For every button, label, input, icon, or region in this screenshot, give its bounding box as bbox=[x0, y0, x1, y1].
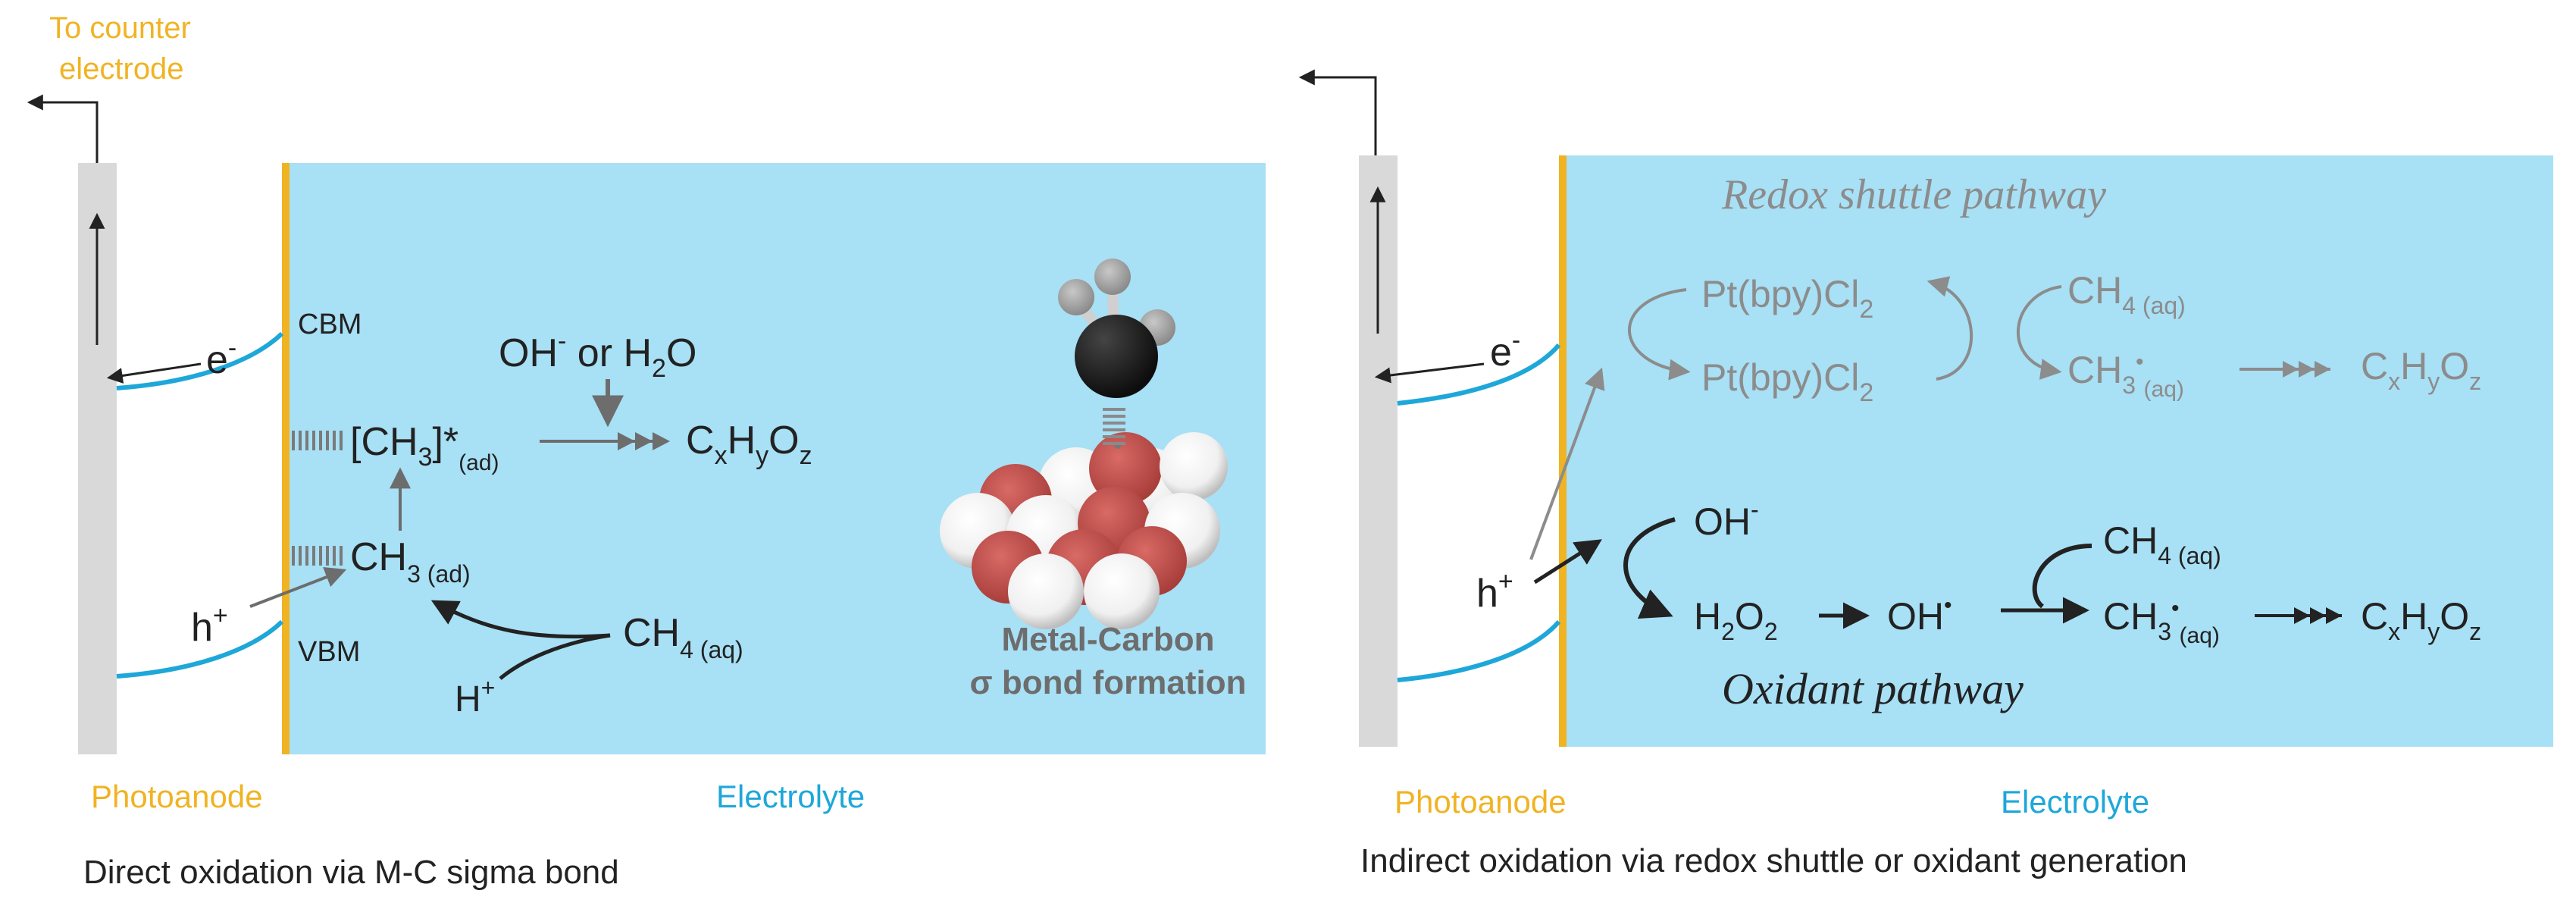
oxidant-pathway-title: Oxidant pathway bbox=[1722, 664, 2024, 713]
left-to-counter-label: To counter bbox=[49, 11, 191, 45]
oxidant-ch4-label: CH4 (aq) bbox=[2103, 519, 2221, 569]
pt-complex-top: Pt(bpy)Cl2 bbox=[1701, 273, 1873, 324]
right-photoanode-label: Photoanode bbox=[1394, 784, 1567, 820]
right-electron-label: e- bbox=[1490, 326, 1520, 375]
right-electrolyte-label: Electrolyte bbox=[2001, 784, 2149, 820]
metal-carbon-molecule-illustration bbox=[940, 259, 1228, 629]
redox-product-label: CxHyOz bbox=[2361, 345, 2481, 395]
left-vbm-label: VBM bbox=[298, 636, 360, 668]
left-vbm-band bbox=[116, 619, 284, 679]
left-proton-release-arrow bbox=[499, 633, 611, 680]
oxidant-ch4-curve bbox=[2032, 544, 2092, 609]
left-ch4-adsorption-arrow bbox=[430, 600, 611, 639]
left-cbm-label: CBM bbox=[298, 309, 362, 340]
oxidant-h2o2-label: H2O2 bbox=[1694, 595, 1778, 645]
right-hole-label: h+ bbox=[1476, 567, 1513, 616]
redox-shuttle-title: Redox shuttle pathway bbox=[1721, 171, 2106, 218]
right-panel: e- h+ Redox shuttle pathway Pt(bpy)Cl2 P… bbox=[1298, 69, 2553, 879]
left-bond-hatch-ch3ad-lines bbox=[292, 546, 343, 566]
left-proton-label: H+ bbox=[455, 674, 495, 719]
right-electron-arrow bbox=[1374, 362, 1485, 384]
left-external-wire bbox=[27, 94, 99, 163]
left-ch4-label: CH4 (aq) bbox=[623, 611, 743, 663]
pt-cycle-left-arrow bbox=[1628, 288, 1691, 381]
oxidant-multistep-arrow bbox=[2255, 607, 2342, 624]
left-electrode-label: electrode bbox=[59, 52, 184, 86]
pt-complex-bottom: Pt(bpy)Cl2 bbox=[1701, 356, 1873, 407]
left-product-label: CxHyOz bbox=[686, 419, 812, 470]
left-cbm-band bbox=[116, 331, 284, 390]
redox-ch4-label: CH4 (aq) bbox=[2067, 269, 2186, 319]
right-hole-oxidant-arrow bbox=[1533, 539, 1602, 585]
left-photoanode-interface bbox=[282, 163, 290, 754]
right-caption: Indirect oxidation via redox shuttle or … bbox=[1360, 842, 2187, 879]
left-multistep-arrow bbox=[540, 432, 670, 450]
left-panel: To counter electrode CBM VBM e- h+ [CH3]… bbox=[27, 11, 1266, 891]
oxidant-product-label: CxHyOz bbox=[2361, 595, 2481, 645]
metal-carbon-caption-line1: Metal-Carbon bbox=[1001, 621, 1214, 658]
left-oh-or-h2o-label: OH- or H2O bbox=[499, 327, 696, 383]
oxidant-oh-radical-label: OH• bbox=[1887, 593, 1952, 638]
left-caption: Direct oxidation via M-C sigma bond bbox=[83, 854, 619, 891]
left-ch3-star-label: [CH3]*(ad) bbox=[350, 420, 499, 475]
right-electrolyte-region bbox=[1565, 155, 2553, 747]
oxidant-oh-to-h2o2-arrow bbox=[1623, 517, 1676, 619]
right-photoanode-interface bbox=[1559, 155, 1567, 747]
left-bond-hatch-ch3star-lines bbox=[292, 431, 343, 450]
left-ch3-ad-label: CH3 (ad) bbox=[350, 535, 471, 588]
left-electron-arrow bbox=[106, 362, 202, 384]
oxidant-oh-minus-label: OH- bbox=[1694, 496, 1759, 543]
right-hole-redox-arrow bbox=[1529, 367, 1605, 560]
left-photoanode-label: Photoanode bbox=[91, 779, 263, 814]
right-cbm-band bbox=[1397, 343, 1561, 406]
right-vbm-band bbox=[1397, 620, 1561, 682]
left-electrolyte-label: Electrolyte bbox=[716, 779, 865, 814]
redox-multistep-arrow bbox=[2240, 361, 2330, 378]
left-hole-arrow bbox=[249, 566, 347, 608]
left-electron-label: e- bbox=[206, 334, 236, 382]
left-hole-label: h+ bbox=[191, 601, 228, 650]
right-external-wire bbox=[1298, 69, 1377, 155]
pt-crossover-down-arrow bbox=[2017, 285, 2062, 380]
metal-carbon-caption-line2: σ bond formation bbox=[970, 664, 1247, 701]
pt-crossover-up-arrow bbox=[1927, 276, 1973, 381]
oxidant-ch3-radical-label: CH3•(aq) bbox=[2103, 595, 2220, 648]
redox-ch3-radical-label: CH3•(aq) bbox=[2067, 349, 2184, 402]
